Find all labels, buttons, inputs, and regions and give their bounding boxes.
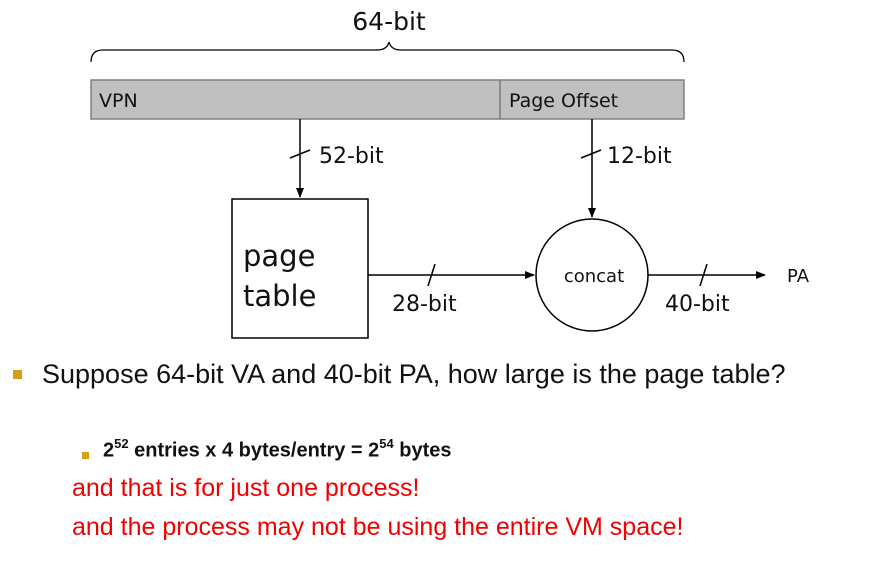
question-text: Suppose 64-bit VA and 40-bit PA, how lar… [42,359,786,389]
pa-bus-slash [699,263,708,287]
pa-width-label: 40-bit [665,292,730,317]
vpn-label: VPN [99,90,138,112]
note-one-process: and that is for just one process! [72,474,420,502]
answer-middle: entries x 4 bytes/entry = [128,439,369,462]
pfn-width-label: 28-bit [392,292,457,317]
answer-exponent-2: 54 [379,436,394,451]
answer-text: 252 entries x 4 bytes/entry = 254 bytes [103,436,452,463]
pfn-bus-slash [427,263,436,287]
answer-exponent-1: 52 [114,436,129,451]
pa-output-label: PA [787,266,810,287]
page-table-label-line1: page [243,239,315,273]
page-table-box [231,198,369,339]
page-offset-label: Page Offset [509,90,618,112]
concat-label: concat [564,266,624,287]
answer-base-1: 2 [103,439,115,462]
vpn-width-label: 52-bit [319,144,384,169]
page-table-label-line2: table [243,279,316,313]
total-width-label: 64-bit [352,7,426,36]
width-brace [90,41,685,63]
sub-bullet-square-icon [82,452,89,459]
offset-width-label: 12-bit [607,144,672,169]
answer-base-2: 2 [368,439,380,462]
vpn-field [90,79,501,120]
note-unused-vm-space: and the process may not be using the ent… [72,513,684,541]
address-translation-diagram: 64-bit VPN Page Offset 52-bit page table… [90,7,810,339]
answer-tail: bytes [393,439,452,462]
vpn-bus-slash [289,149,311,159]
offset-bus-slash [580,149,602,159]
bullet-square-icon [13,370,22,379]
